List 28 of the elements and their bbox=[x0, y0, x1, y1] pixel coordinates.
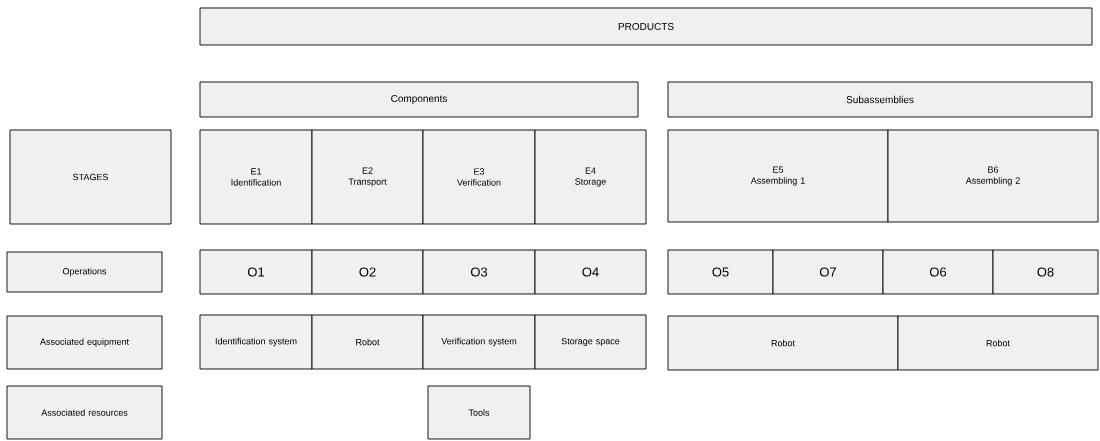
operation-box: O7 bbox=[772, 249, 884, 295]
operation-box: O3 bbox=[422, 249, 536, 295]
row-label-box: Associated equipment bbox=[6, 315, 163, 370]
header-box: PRODUCTS bbox=[199, 7, 1093, 46]
operation-box: O4 bbox=[534, 249, 647, 295]
operation-box: O5 bbox=[667, 249, 774, 295]
equipment-box: Robot bbox=[667, 315, 899, 371]
stage-box: E3 Verification bbox=[422, 129, 536, 225]
equipment-box: Robot bbox=[897, 315, 1099, 371]
category-box: Subassemblies bbox=[667, 81, 1093, 118]
equipment-box: Verification system bbox=[422, 314, 536, 370]
operation-box: O1 bbox=[199, 249, 313, 295]
stage-box: E2 Transport bbox=[311, 129, 424, 225]
operation-box: O2 bbox=[311, 249, 424, 295]
equipment-box: Identification system bbox=[199, 314, 313, 370]
stage-box: E5 Assembling 1 bbox=[667, 129, 889, 223]
stage-box: B6 Assembling 2 bbox=[887, 129, 1099, 223]
row-label-box: Associated resources bbox=[6, 385, 163, 440]
operation-box: O8 bbox=[992, 249, 1099, 295]
resource-box: Tools bbox=[427, 385, 531, 440]
category-box: Components bbox=[199, 81, 639, 118]
row-label-box: Operations bbox=[6, 251, 163, 293]
equipment-box: Robot bbox=[311, 314, 424, 370]
row-label-box: STAGES bbox=[9, 129, 172, 225]
equipment-box: Storage space bbox=[534, 314, 647, 370]
operation-box: O6 bbox=[882, 249, 994, 295]
stage-box: E1 Identification bbox=[199, 129, 313, 225]
stage-box: E4 Storage bbox=[534, 129, 647, 225]
